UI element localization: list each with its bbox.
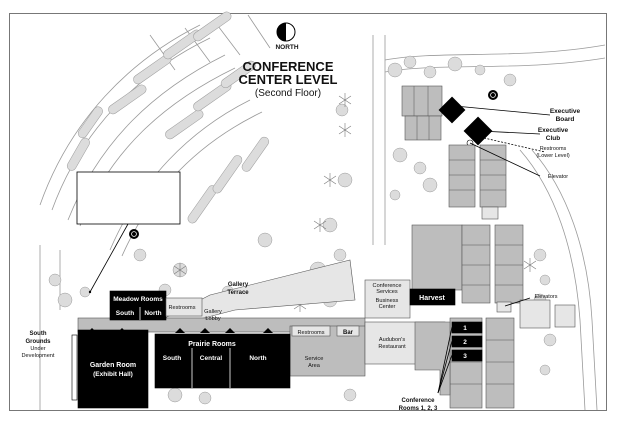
executive-wing (401, 85, 507, 220)
prairie-rooms-label: Prairie Rooms (188, 341, 236, 348)
meadow-north-label: North (144, 310, 161, 317)
gallery-lobby-label-1: Gallery (204, 309, 222, 315)
garden-room-label-2: (Exhibit Hall) (93, 371, 133, 378)
business-center-label-2: Center (379, 304, 396, 310)
south-grounds-label-1: South (30, 331, 47, 337)
south-grounds-label-4: Development (22, 353, 55, 359)
executive-club-label-2: Club (546, 135, 560, 142)
conference-services-label-2: Services (376, 289, 398, 295)
room-1-label: 1 (463, 325, 467, 332)
page-subtitle: (Second Floor) (255, 88, 321, 99)
parking-islands (66, 11, 270, 224)
south-grounds-label-3: Under (30, 346, 45, 352)
prairie-central-label: Central (200, 355, 223, 362)
bar-label: Bar (343, 330, 354, 336)
audubons-label-1: Audubon's (379, 337, 405, 343)
prairie-south-label: South (163, 355, 181, 362)
business-center-label-1: Business (376, 298, 399, 304)
meadow-rooms-label: Meadow Rooms (113, 296, 163, 303)
elevator-label: Elevator (548, 174, 568, 180)
prairie-north-label: North (249, 355, 266, 362)
page-title-line1: CONFERENCE (242, 59, 333, 74)
gallery-terrace-label-2: Terrace (227, 290, 249, 296)
restrooms-meadow-label: Restrooms (168, 305, 195, 311)
conference-services-label-1: Conference (373, 283, 402, 289)
restrooms-lower-label-2: (Lower Level) (536, 153, 569, 159)
gallery-lobby-label-2: Lobby (205, 316, 220, 322)
inset-box (76, 171, 181, 225)
service-area-label-1: Service (305, 356, 324, 362)
meadow-south-label: South (116, 310, 134, 317)
executive-board-label-2: Board (556, 116, 575, 123)
executive-board-label-1: Executive (550, 108, 581, 115)
restrooms-lower-label-1: Restrooms (540, 146, 567, 152)
trees (48, 55, 557, 405)
conference-rooms-label-2: Rooms 1, 2, 3 (399, 406, 438, 412)
executive-club-label-1: Executive (538, 127, 569, 134)
wheelchair-icon (129, 229, 139, 239)
roads (39, 14, 606, 411)
audubons-label-2: Restaurant (378, 344, 406, 350)
north-arrow-icon (276, 22, 296, 42)
service-area-label-2: Area (308, 363, 321, 369)
conference-rooms-label-1: Conference (401, 398, 435, 404)
restrooms-center-label: Restrooms (297, 330, 324, 336)
central-complex (411, 224, 576, 409)
room-2-label: 2 (463, 339, 467, 346)
elevators-label: Elevators (535, 294, 558, 300)
page-title-line2: CENTER LEVEL (239, 72, 338, 87)
gallery-terrace-label-1: Gallery (228, 282, 249, 288)
room-3-label: 3 (463, 353, 467, 360)
south-grounds-label-2: Grounds (26, 339, 52, 345)
compass-label: NORTH (275, 44, 298, 51)
garden-room-label-1: Garden Room (90, 362, 136, 369)
harvest-label: Harvest (419, 295, 445, 302)
wheelchair-icon (488, 90, 498, 100)
